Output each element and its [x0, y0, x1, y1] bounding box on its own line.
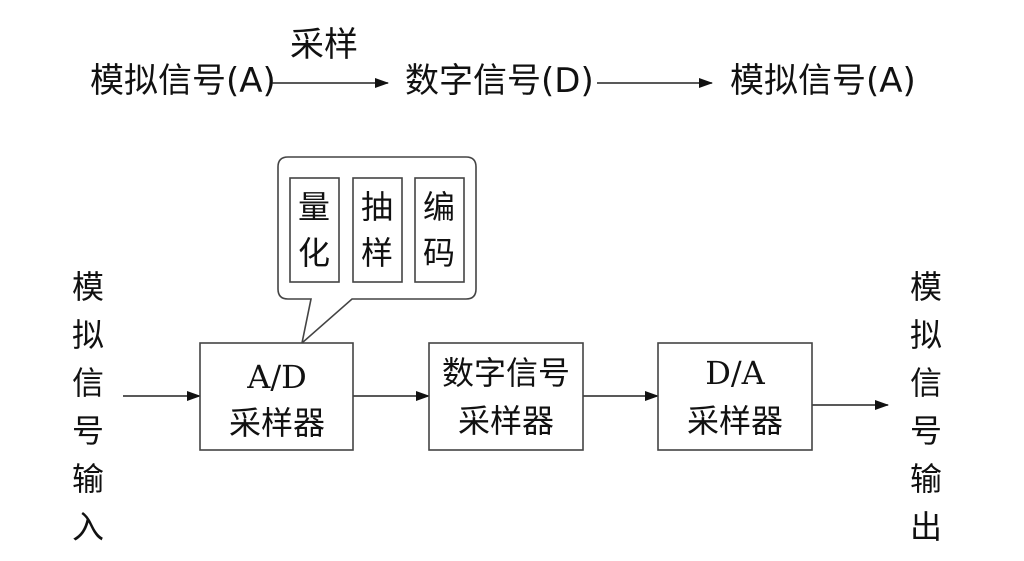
block-title: D/A	[705, 354, 765, 392]
input-vertical-label: 模 拟 信 号 输 入	[72, 268, 104, 546]
input-char: 拟	[72, 316, 104, 354]
callout-step-quantize: 量 化	[289, 177, 340, 283]
step-char: 量	[298, 188, 330, 226]
input-char: 信	[72, 364, 104, 402]
block-title: 数字信号	[442, 354, 570, 392]
output-char: 号	[910, 412, 942, 450]
top-left-label: 模拟信号(A)	[90, 61, 276, 101]
input-char: 入	[72, 508, 104, 546]
step-char: 化	[298, 234, 330, 272]
da-sampler-block: D/A 采样器	[657, 342, 813, 451]
top-right-label: 模拟信号(A)	[730, 61, 916, 101]
step-char: 抽	[361, 188, 393, 226]
output-char: 信	[910, 364, 942, 402]
input-char: 号	[72, 412, 104, 450]
top-middle-label: 数字信号(D)	[405, 61, 594, 101]
step-char: 样	[361, 234, 393, 272]
block-subtitle: 采样器	[687, 402, 783, 440]
input-char: 模	[72, 268, 104, 306]
output-char: 输	[910, 460, 942, 498]
block-subtitle: 采样器	[458, 402, 554, 440]
callout-step-encode: 编 码	[414, 177, 465, 283]
ad-sampler-block: A/D 采样器	[199, 342, 354, 451]
block-title: A/D	[246, 358, 307, 396]
callout-step-sample: 抽 样	[352, 177, 403, 283]
digital-sampler-block: 数字信号 采样器	[428, 342, 584, 451]
output-char: 出	[910, 508, 942, 546]
input-char: 输	[72, 460, 104, 498]
step-char: 码	[423, 234, 455, 272]
sampling-label: 采样	[290, 25, 358, 65]
block-subtitle: 采样器	[229, 404, 325, 442]
output-vertical-label: 模 拟 信 号 输 出	[910, 268, 942, 546]
step-char: 编	[423, 188, 455, 226]
output-char: 模	[910, 268, 942, 306]
output-char: 拟	[910, 316, 942, 354]
